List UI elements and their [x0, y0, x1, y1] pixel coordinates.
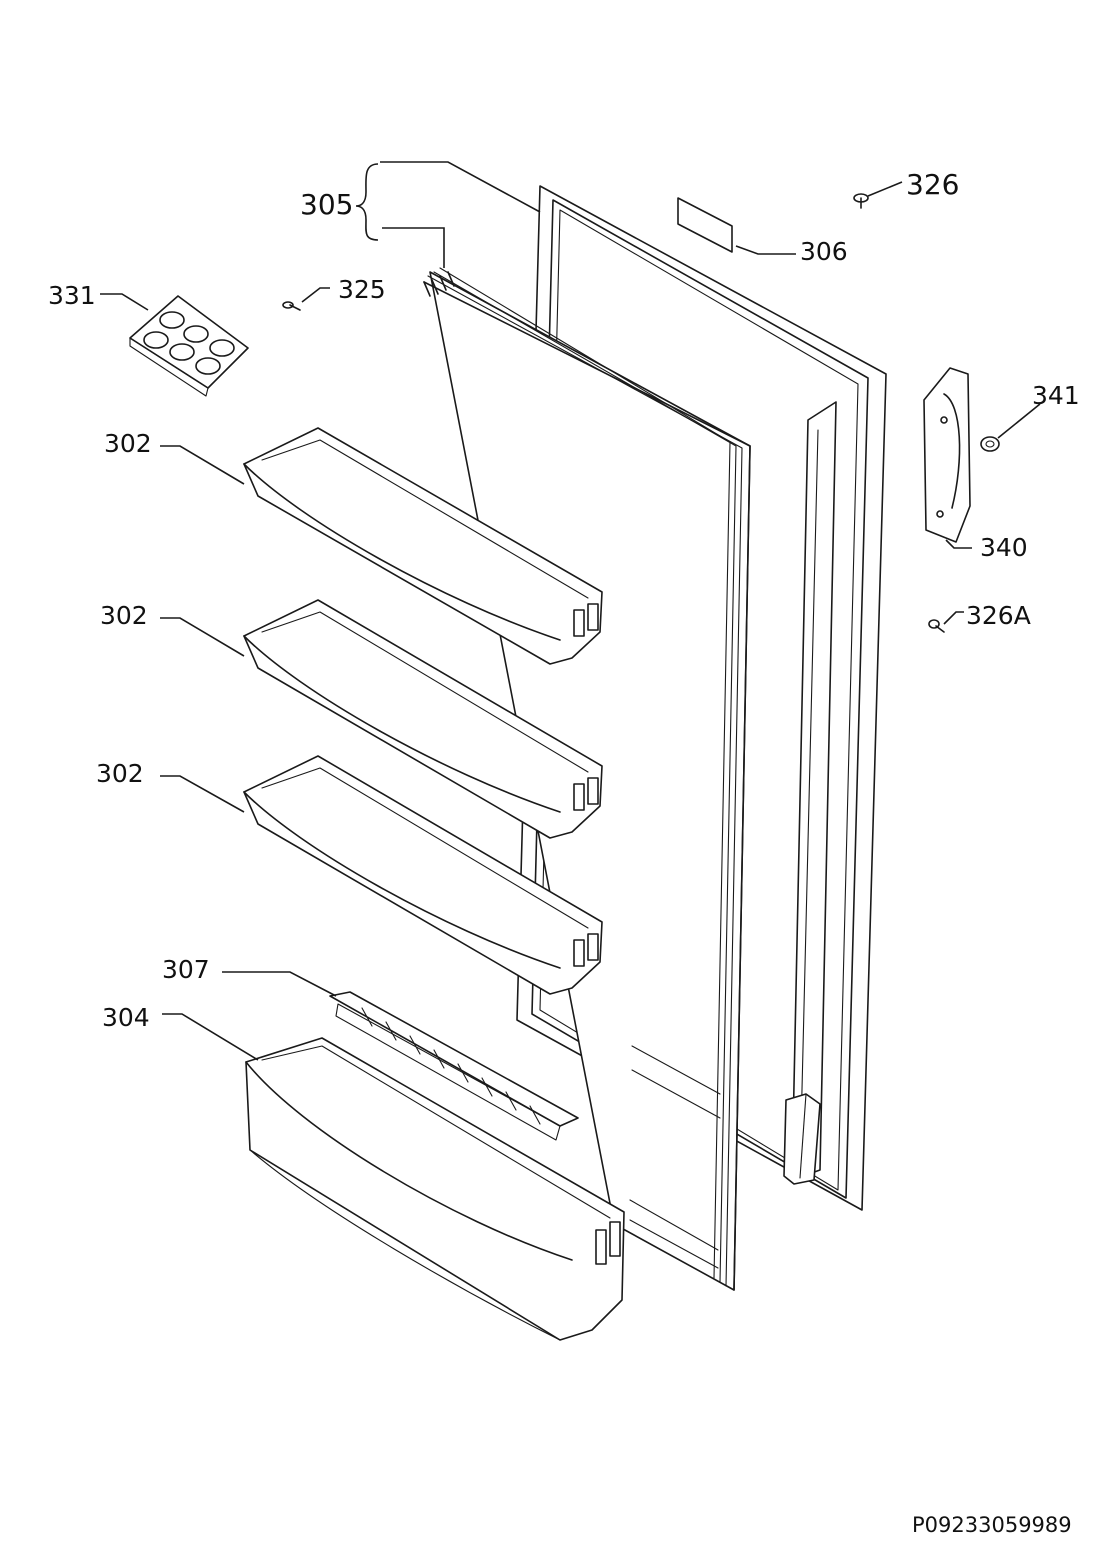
callout-304: 304	[102, 1003, 150, 1032]
callout-302-a: 302	[104, 429, 152, 458]
callout-307: 307	[162, 955, 210, 984]
bottle-retainer	[329, 991, 579, 1141]
callout-341: 341	[1032, 381, 1080, 410]
bottle-shelf	[245, 1037, 625, 1341]
callout-306: 306	[800, 237, 848, 266]
leader-lines	[100, 161, 1041, 1061]
callout-326: 326	[906, 168, 959, 201]
egg-tray	[129, 295, 249, 397]
small-screw-icon	[282, 301, 301, 311]
door-shelf-1	[243, 427, 603, 665]
callout-340: 340	[980, 533, 1028, 562]
door-shelf-3	[243, 755, 603, 995]
top-screw-icon	[853, 193, 869, 209]
handle-cap	[980, 436, 1000, 452]
callout-305: 305	[300, 188, 353, 221]
callout-302-b: 302	[100, 601, 148, 630]
callout-325: 325	[338, 275, 386, 304]
label-plate	[677, 197, 733, 253]
callout-302-c: 302	[96, 759, 144, 788]
document-number: P09233059989	[912, 1513, 1072, 1537]
door-shelf-2	[243, 599, 603, 839]
bottom-screw-icon	[928, 619, 945, 633]
callout-331: 331	[48, 281, 96, 310]
callout-326a: 326A	[966, 601, 1031, 630]
door-handle	[923, 367, 971, 543]
